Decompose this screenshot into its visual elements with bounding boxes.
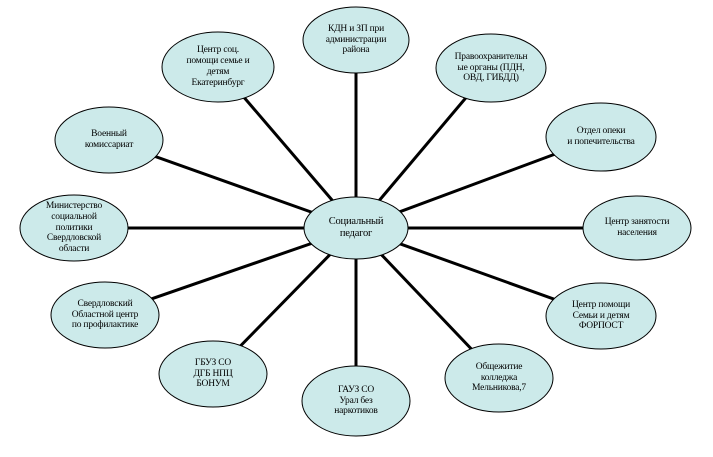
ellipse-center — [303, 196, 409, 260]
ellipse-kdn — [302, 6, 410, 74]
ellipse-law — [435, 33, 547, 103]
ellipse-gauz — [301, 365, 411, 437]
ellipse-military — [54, 106, 164, 174]
ellipse-prevention — [50, 281, 160, 349]
ellipse-social_help — [161, 31, 275, 103]
node-ellipses — [19, 6, 692, 437]
ellipse-college — [444, 343, 554, 413]
ellipse-gbuz — [158, 340, 268, 408]
ellipse-guardianship — [545, 102, 657, 172]
ellipse-employment — [582, 195, 692, 261]
ellipse-ministry — [19, 194, 129, 262]
ellipse-forpost — [545, 282, 657, 350]
